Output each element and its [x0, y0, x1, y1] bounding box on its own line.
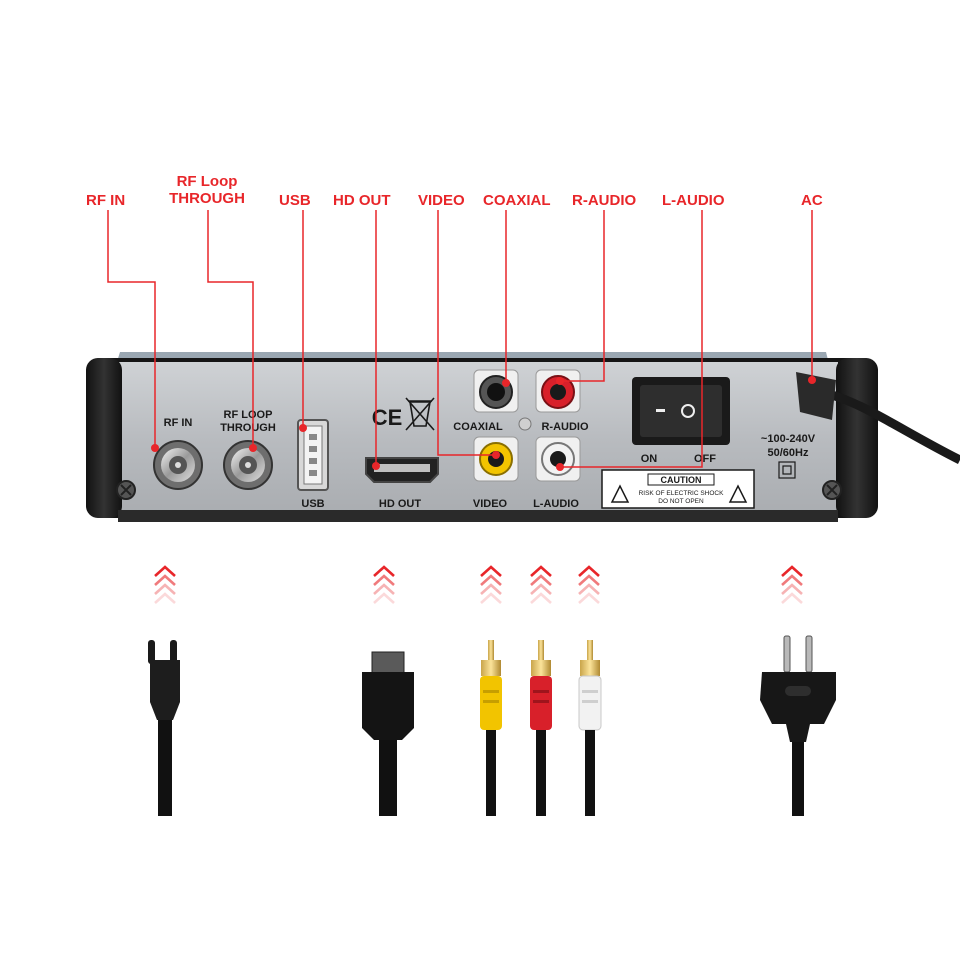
ce-mark: CE: [372, 405, 403, 430]
callout-hd-out: HD OUT: [333, 192, 391, 209]
callout-coaxial: COAXIAL: [483, 192, 551, 209]
callout-usb: USB: [279, 192, 311, 209]
caution-line1: RISK OF ELECTRIC SHOCK: [639, 490, 725, 497]
callout-r-audio: R-AUDIO: [572, 192, 637, 209]
callout-l-audio: L-AUDIO: [662, 192, 725, 209]
warning-triangle-icon: [728, 484, 748, 503]
callout-leader-lines: [107, 210, 813, 468]
callout-dots: [151, 376, 816, 471]
switch-on-label: ON: [641, 453, 658, 465]
panel-r-audio-label: R-AUDIO: [541, 421, 588, 433]
r-audio-cable-arrow: [529, 565, 553, 605]
callout-rf-loop-line2: THROUGH: [169, 190, 245, 207]
panel-coaxial-label: COAXIAL: [453, 421, 503, 433]
callout-video: VIDEO: [418, 192, 465, 209]
panel-rf-in-label: RF IN: [164, 417, 193, 429]
hdmi-cable-arrow: [372, 565, 396, 605]
callout-ac: AC: [801, 192, 823, 209]
hdmi-cable-plug: [362, 651, 414, 816]
rca-white-plug: [578, 640, 602, 816]
l-audio-port: [535, 436, 581, 482]
panel-rf-loop-line1: RF LOOP: [224, 409, 273, 421]
callout-rf-in: RF IN: [86, 192, 126, 209]
rca-yellow-plug: [480, 640, 502, 816]
usb-port: [297, 419, 329, 491]
warning-triangle-icon: [610, 484, 630, 503]
l-audio-cable-arrow: [577, 565, 601, 605]
ac-power-cord: [796, 372, 960, 465]
hdmi-port: [365, 457, 439, 483]
switch-off-label: OFF: [694, 453, 716, 465]
panel-rf-loop-line2: THROUGH: [220, 422, 276, 434]
rf-loop-port: [223, 440, 273, 490]
double-insulation-icon: [778, 461, 796, 479]
caution-title: CAUTION: [661, 475, 702, 485]
callout-rf-loop-through: RF Loop THROUGH: [164, 173, 250, 207]
panel-usb-label: USB: [301, 498, 324, 510]
rf-cable-plug: [148, 640, 180, 816]
panel-hd-out-label: HD OUT: [379, 498, 421, 510]
power-switch[interactable]: [632, 377, 730, 445]
r-audio-port: [535, 369, 581, 413]
panel-l-audio-label: L-AUDIO: [533, 498, 579, 510]
ac-plug-arrow: [780, 565, 804, 605]
panel-video-label: VIDEO: [473, 498, 508, 510]
callout-rf-loop-line1: RF Loop: [176, 173, 238, 190]
weee-bin-icon: [405, 397, 435, 431]
caution-label: [601, 469, 755, 509]
power-rating-line1: ~100-240V: [761, 433, 816, 445]
caution-line2: DO NOT OPEN: [658, 498, 704, 505]
rf-cable-arrow: [153, 565, 177, 605]
coaxial-port: [473, 369, 519, 413]
rf-in-port: [153, 440, 203, 490]
eu-power-plug: [760, 635, 836, 816]
power-rating-line2: 50/60Hz: [768, 447, 809, 459]
video-cable-arrow: [479, 565, 503, 605]
rca-red-plug: [530, 640, 552, 816]
